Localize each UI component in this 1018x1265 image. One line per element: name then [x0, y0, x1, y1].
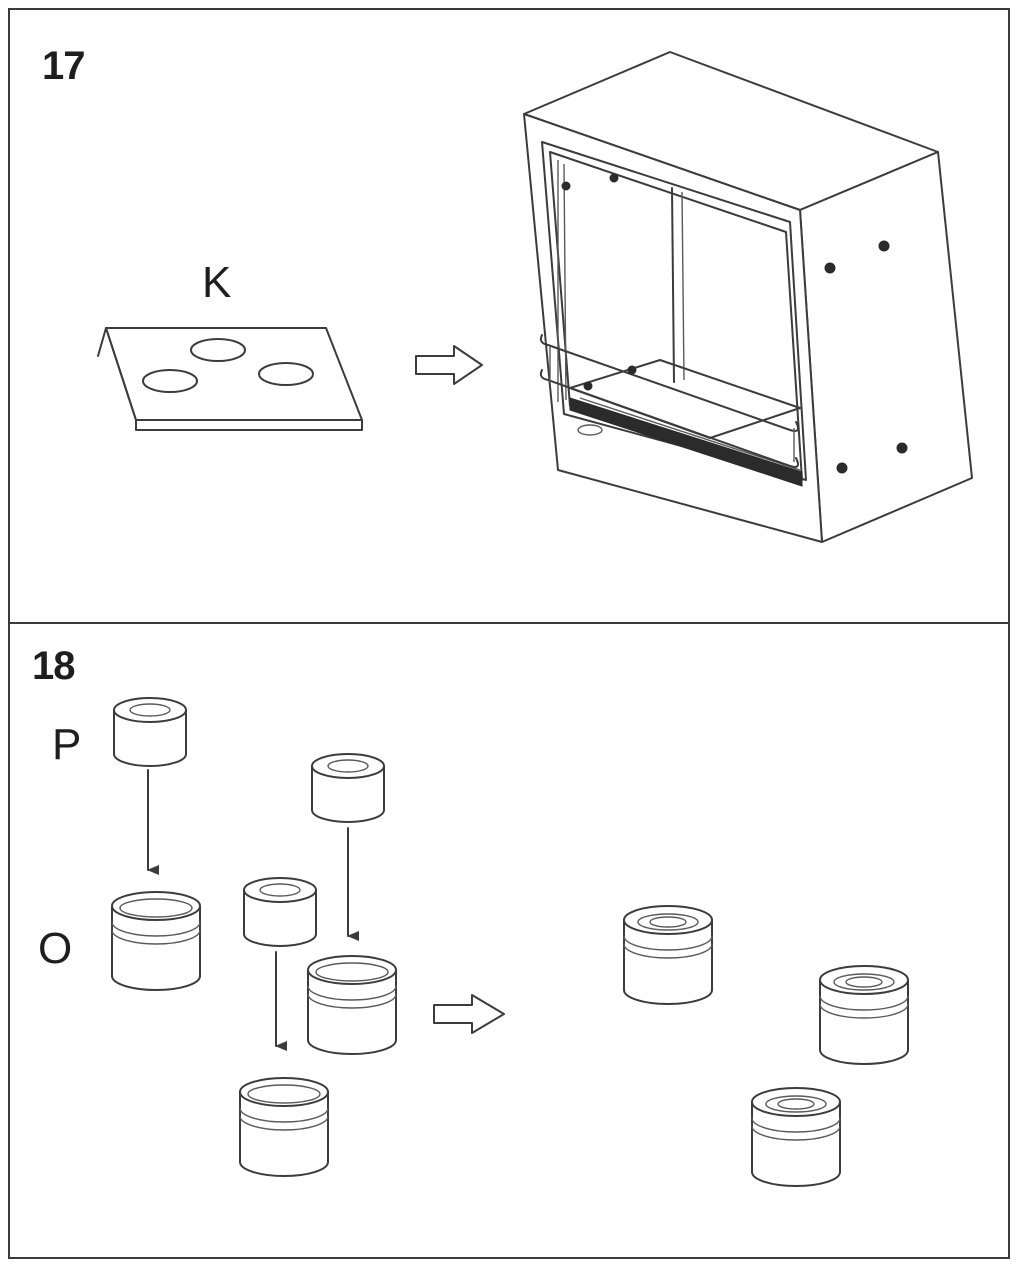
cup-o-part [111, 891, 201, 991]
fireplace-box [523, 51, 973, 543]
part-k-tray [97, 327, 363, 431]
part-label-k: K [202, 258, 232, 307]
step-number: 18 [32, 644, 75, 688]
assembled-cup [751, 1087, 841, 1187]
arrow-right-icon [433, 994, 505, 1034]
step-18-panel: 18 P O [8, 622, 1010, 1259]
ring-p-part [113, 697, 187, 767]
assembled-cup [623, 905, 713, 1005]
part-label-o: O [38, 924, 73, 973]
ring-p-part [311, 753, 385, 823]
arrow-right-icon [415, 345, 483, 385]
cup-o-part [307, 955, 397, 1055]
cup-o-part [239, 1077, 329, 1177]
step-17-panel: 17 K [8, 8, 1010, 624]
assembled-cup [819, 965, 909, 1065]
step-number: 17 [42, 44, 85, 88]
ring-p-part [243, 877, 317, 947]
step-18-drawing [111, 697, 909, 1187]
part-label-p: P [52, 720, 82, 769]
step-17-drawing [97, 51, 973, 543]
